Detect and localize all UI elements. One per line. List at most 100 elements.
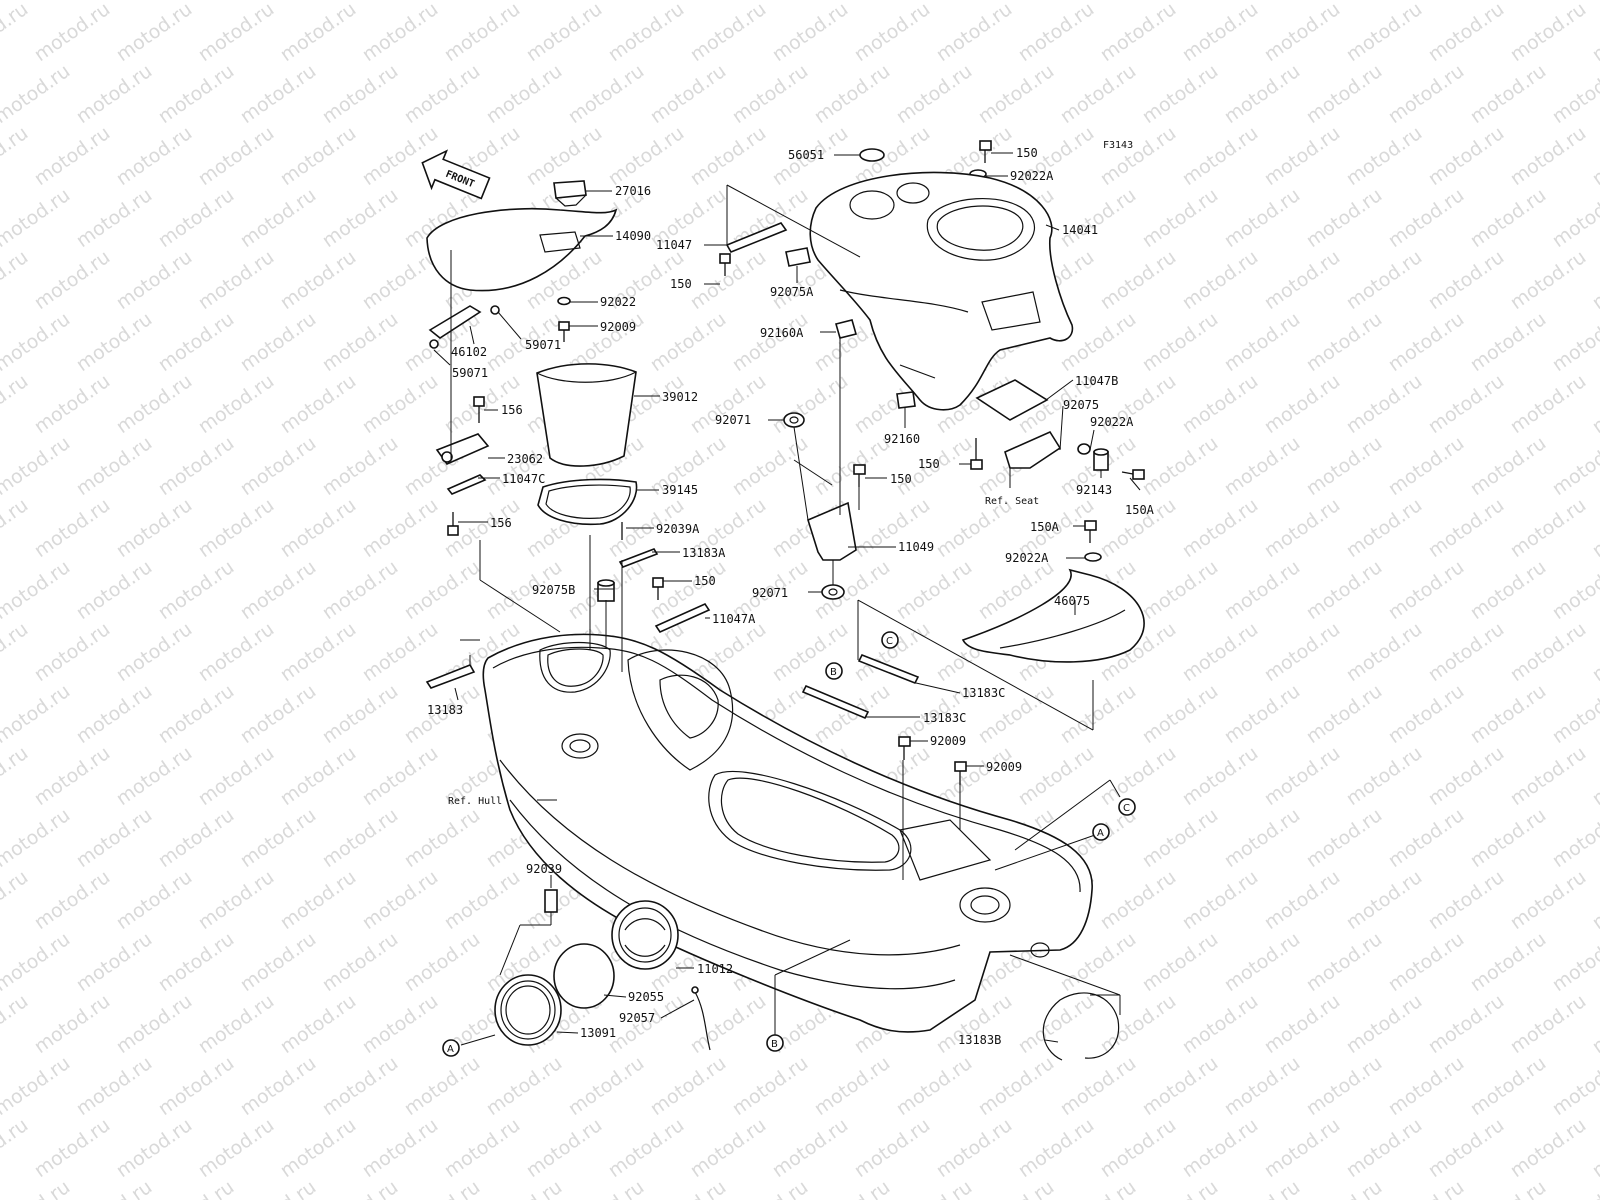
part-46075-shape xyxy=(961,568,1145,663)
part-label: 11012 xyxy=(697,962,733,976)
part-92022-shape xyxy=(557,296,571,306)
watermark-text: motod.ru xyxy=(1384,1052,1468,1120)
watermark-text: motod.ru xyxy=(1260,122,1344,190)
watermark-text: motod.ru xyxy=(358,742,442,810)
watermark-text: motod.ru xyxy=(728,1176,812,1200)
watermark-text: motod.ru xyxy=(1056,680,1140,748)
watermark-text: motod.ru xyxy=(974,0,1058,4)
part-13183B-shape xyxy=(1042,992,1120,1061)
watermark-text: motod.ru xyxy=(1506,618,1590,686)
part-23062-shape xyxy=(435,433,490,465)
watermark-text: motod.ru xyxy=(1138,1052,1222,1120)
watermark-text: motod.ru xyxy=(0,804,74,872)
part-11049-shape xyxy=(807,501,857,561)
watermark-text: motod.ru xyxy=(1424,122,1508,190)
watermark-text: motod.ru xyxy=(1466,680,1550,748)
watermark-text: motod.ru xyxy=(1466,928,1550,996)
watermark-text: motod.ru xyxy=(974,1176,1058,1200)
watermark-text: motod.ru xyxy=(1588,494,1600,562)
watermark-text: motod.ru xyxy=(974,60,1058,128)
watermark-text: motod.ru xyxy=(318,804,402,872)
part-92039-shape xyxy=(544,889,558,913)
watermark-text: motod.ru xyxy=(112,990,196,1058)
part-label: 13183C xyxy=(923,711,966,725)
watermark-text: motod.ru xyxy=(1342,246,1426,314)
watermark-text: motod.ru xyxy=(686,370,770,438)
watermark-text: motod.ru xyxy=(0,432,74,500)
watermark-text: motod.ru xyxy=(1178,246,1262,314)
watermark-text: motod.ru xyxy=(318,308,402,376)
watermark-text: motod.ru xyxy=(154,60,238,128)
watermark-text: motod.ru xyxy=(1424,990,1508,1058)
watermark-text: motod.ru xyxy=(1138,804,1222,872)
watermark-text: motod.ru xyxy=(1138,556,1222,624)
watermark-text: motod.ru xyxy=(1506,370,1590,438)
part-150-mid-shape xyxy=(853,464,866,487)
part-150A-b-shape xyxy=(1084,520,1097,543)
part-14090-shape xyxy=(426,207,618,292)
watermark-text: motod.ru xyxy=(72,0,156,4)
watermark-text: motod.ru xyxy=(276,866,360,934)
watermark-text: motod.ru xyxy=(686,0,770,66)
watermark-text: motod.ru xyxy=(1506,494,1590,562)
watermark-text: motod.ru xyxy=(154,1176,238,1200)
watermark-text: motod.ru xyxy=(1302,1052,1386,1120)
watermark-text: motod.ru xyxy=(154,680,238,748)
part-92075A-shape xyxy=(785,247,811,267)
watermark-text: motod.ru xyxy=(236,184,320,252)
watermark-text: motod.ru xyxy=(564,1176,648,1200)
part-labels: 56051 150 92022A 27016 11047 14041 14090… xyxy=(427,146,1155,1047)
watermark-text: motod.ru xyxy=(30,742,114,810)
svg-text:A: A xyxy=(447,1044,454,1055)
part-label: 92160A xyxy=(760,326,804,340)
watermark-text: motod.ru xyxy=(154,804,238,872)
watermark-text: motod.ru xyxy=(1548,432,1600,500)
watermark-text: motod.ru xyxy=(194,742,278,810)
part-92022A-low-shape xyxy=(1084,552,1102,562)
watermark-text: motod.ru xyxy=(1138,0,1222,4)
watermark-text: motod.ru xyxy=(1096,246,1180,314)
watermark-text: motod.ru xyxy=(1588,866,1600,934)
watermark-text: motod.ru xyxy=(522,122,606,190)
watermark-text: motod.ru xyxy=(810,0,894,4)
watermark-text: motod.ru xyxy=(1466,1176,1550,1200)
watermark-text: motod.ru xyxy=(1342,0,1426,66)
watermark-text: motod.ru xyxy=(1096,866,1180,934)
watermark-text: motod.ru xyxy=(1138,928,1222,996)
watermark-text: motod.ru xyxy=(1342,742,1426,810)
watermark-text: motod.ru xyxy=(72,680,156,748)
callout-a-bottom: A xyxy=(442,1039,460,1057)
part-label: 59071 xyxy=(452,366,488,380)
watermark-text: motod.ru xyxy=(400,556,484,624)
watermark-text: motod.ru xyxy=(1424,866,1508,934)
watermark-text: motod.ru xyxy=(1424,0,1508,66)
watermark-text: motod.ru xyxy=(112,618,196,686)
diagram-code: F3143 xyxy=(1103,140,1133,151)
watermark-text: motod.ru xyxy=(318,0,402,4)
watermark-text: motod.ru xyxy=(276,990,360,1058)
part-label: 156 xyxy=(501,403,523,417)
watermark-text: motod.ru xyxy=(892,1052,976,1120)
part-label: 92039 xyxy=(526,862,562,876)
watermark-text: motod.ru xyxy=(1178,494,1262,562)
watermark-text: motod.ru xyxy=(276,0,360,66)
watermark-text: motod.ru xyxy=(564,1052,648,1120)
part-11012-shape xyxy=(611,900,679,970)
part-92160A-shape xyxy=(835,319,857,339)
watermark-text: motod.ru xyxy=(318,1052,402,1120)
watermark-text: motod.ru xyxy=(72,556,156,624)
watermark-text: motod.ru xyxy=(318,556,402,624)
watermark-text: motod.ru xyxy=(646,60,730,128)
watermark-text: motod.ru xyxy=(892,60,976,128)
watermark-text: motod.ru xyxy=(1342,1114,1426,1182)
watermark-text: motod.ru xyxy=(892,556,976,624)
watermark-text: motod.ru xyxy=(1096,122,1180,190)
watermark-text: motod.ru xyxy=(810,680,894,748)
watermark-text: motod.ru xyxy=(154,308,238,376)
watermark-text: motod.ru xyxy=(72,928,156,996)
svg-text:B: B xyxy=(830,667,837,678)
watermark-text: motod.ru xyxy=(1014,990,1098,1058)
part-label: 11049 xyxy=(898,540,934,554)
watermark-text: motod.ru xyxy=(0,618,32,686)
watermark-text: motod.ru xyxy=(276,370,360,438)
